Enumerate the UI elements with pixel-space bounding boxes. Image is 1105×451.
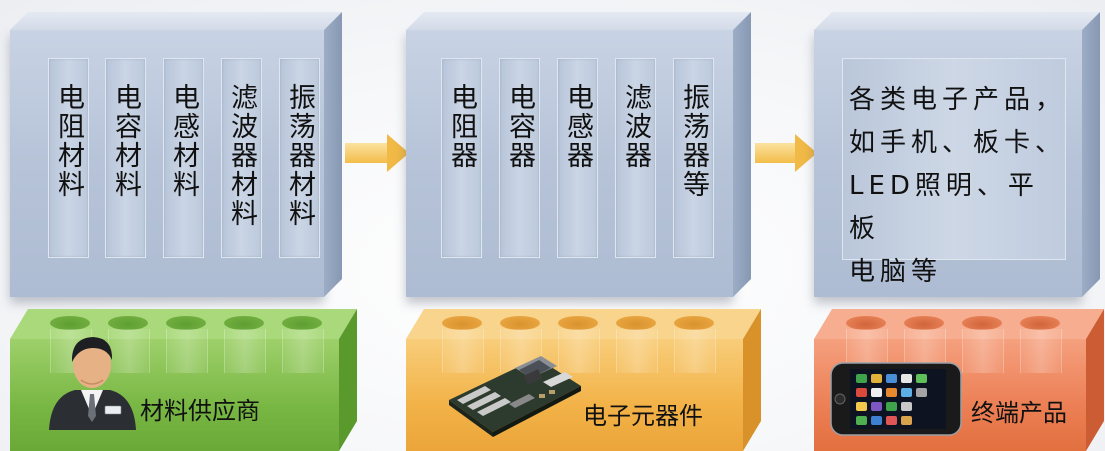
- brick-hole: [962, 316, 1002, 330]
- brick-side: [743, 309, 761, 451]
- brick-hole: [616, 316, 656, 330]
- components-box-side: [733, 12, 751, 297]
- brick-hole: [1020, 316, 1060, 330]
- brick-hole: [108, 316, 148, 330]
- material-column: 电阻材料: [48, 58, 89, 258]
- materials-box-top: [10, 12, 342, 30]
- brick-tube: [166, 329, 208, 373]
- component-label: 电阻器: [446, 83, 477, 170]
- brick-tube: [558, 329, 600, 373]
- material-column: 电容材料: [105, 58, 146, 258]
- brick-hole: [50, 316, 90, 330]
- products-box-top: [814, 12, 1100, 30]
- brick-hole: [442, 316, 482, 330]
- products-label: 终端产品: [971, 399, 1067, 427]
- material-label: 电感材料: [168, 83, 199, 199]
- components-label: 电子元器件: [583, 402, 703, 430]
- brick-tube: [616, 329, 658, 373]
- component-label: 电感器: [562, 83, 593, 170]
- component-column: 滤波器: [615, 58, 656, 258]
- flow-arrow-icon: [387, 134, 409, 172]
- flow-arrow-body: [755, 143, 795, 163]
- brick-hole: [166, 316, 206, 330]
- brick-tube: [108, 329, 150, 373]
- products-line: 各类电子产品，: [849, 85, 1067, 115]
- material-label: 滤波器材料: [226, 83, 257, 228]
- component-label: 电容器: [504, 83, 535, 170]
- products-box-side: [1082, 12, 1100, 297]
- brick-hole: [846, 316, 886, 330]
- component-label: 振荡器等: [678, 83, 709, 199]
- brick-tube: [674, 329, 716, 373]
- materials-box-side: [324, 12, 342, 297]
- businessman-icon: [49, 337, 136, 430]
- brick-hole: [558, 316, 598, 330]
- component-column: 电感器: [557, 58, 598, 258]
- brick-hole: [282, 316, 322, 330]
- brick-tube: [1020, 329, 1062, 373]
- products-line: 电脑等: [849, 257, 943, 287]
- supplier-brick: [10, 309, 357, 451]
- material-label: 电阻材料: [53, 83, 84, 199]
- material-label: 振荡器材料: [284, 83, 315, 228]
- brick-tube: [442, 329, 484, 373]
- components-brick: [406, 309, 761, 451]
- flow-arrow-body: [345, 143, 387, 163]
- flow-arrow-icon: [795, 134, 817, 172]
- products-line: LED照明、平板: [849, 171, 1039, 244]
- smartphone-icon: [830, 362, 962, 436]
- material-label: 电容材料: [110, 83, 141, 199]
- products-panel: [842, 58, 1066, 260]
- brick-tube: [962, 329, 1004, 373]
- brick-hole: [674, 316, 714, 330]
- brick-side: [1086, 309, 1104, 451]
- component-label: 滤波器: [620, 83, 651, 170]
- products-description: 各类电子产品， 如手机、板卡、 LED照明、平板 电脑等: [849, 79, 1067, 294]
- products-line: 如手机、板卡、: [849, 128, 1067, 158]
- material-column: 电感材料: [163, 58, 204, 258]
- component-column: 电容器: [499, 58, 540, 258]
- components-box-top: [406, 12, 751, 30]
- brick-tube: [282, 329, 324, 373]
- material-column: 振荡器材料: [279, 58, 320, 258]
- brick-hole: [904, 316, 944, 330]
- material-column: 滤波器材料: [221, 58, 262, 258]
- brick-hole: [500, 316, 540, 330]
- circuit-board-icon: [449, 356, 581, 437]
- brick-hole: [224, 316, 264, 330]
- brick-side: [339, 309, 357, 451]
- supplier-label: 材料供应商: [140, 397, 260, 425]
- component-column: 振荡器等: [673, 58, 714, 258]
- component-column: 电阻器: [441, 58, 482, 258]
- brick-tube: [224, 329, 266, 373]
